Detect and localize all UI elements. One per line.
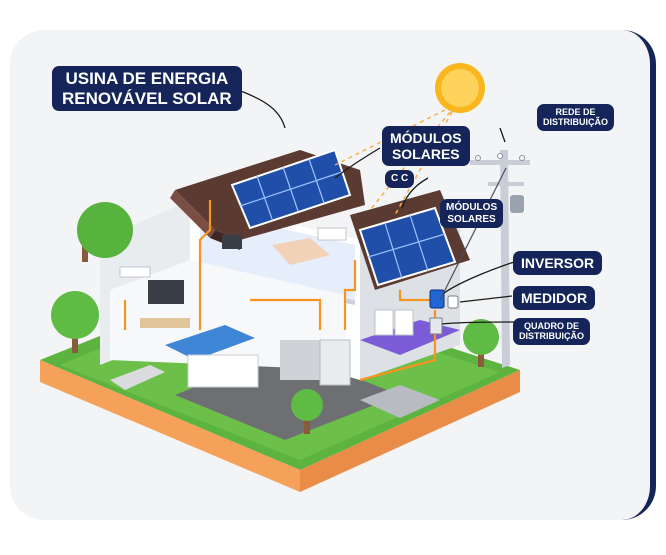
- medidor-label: MEDIDOR: [513, 286, 596, 311]
- rede-line-2: DISTRIBUIÇÃO: [543, 117, 608, 128]
- meter-icon: [447, 295, 459, 309]
- callout-arrows: [237, 89, 515, 325]
- inverter-icon: [429, 289, 445, 309]
- tree-icon: [51, 202, 499, 434]
- walkway: [360, 385, 440, 418]
- card-border-accent: [600, 30, 656, 520]
- sun-icon: [435, 63, 485, 113]
- cc-text: C C: [391, 173, 409, 184]
- front-steps: [110, 365, 165, 390]
- medidor-text: MEDIDOR: [521, 290, 588, 306]
- breaker-panel-icon: [429, 317, 443, 335]
- quadro-line-2: DISTRIBUIÇÃO: [519, 331, 584, 342]
- inversor-text: INVERSOR: [521, 255, 595, 271]
- modulos-solares-label-1: MÓDULOS SOLARES: [382, 126, 470, 167]
- main-title-line-2: RENOVÁVEL SOLAR: [62, 88, 232, 108]
- modulos-solares-2-line-2: SOLARES: [447, 213, 496, 225]
- modulos-solares-1-line-1: MÓDULOS: [390, 130, 462, 146]
- rede-distribuicao-label: REDE DE DISTRIBUIÇÃO: [537, 104, 614, 131]
- modulos-solares-label-2: MÓDULOS SOLARES: [440, 199, 504, 228]
- solar-panel-main: [230, 148, 352, 230]
- rede-line-1: REDE DE: [555, 107, 596, 117]
- quadro-line-1: QUADRO DE: [523, 321, 579, 331]
- main-title-line-1: USINA DE ENERGIA: [65, 69, 229, 88]
- furniture: [119, 227, 414, 388]
- main-title-label: USINA DE ENERGIA RENOVÁVEL SOLAR: [52, 66, 242, 112]
- modulos-solares-1-line-2: SOLARES: [391, 146, 460, 163]
- inversor-label: INVERSOR: [513, 251, 603, 276]
- cc-label: C C: [385, 170, 415, 188]
- quadro-distribuicao-label: QUADRO DE DISTRIBUIÇÃO: [513, 318, 590, 345]
- modulos-solares-2-line-1: MÓDULOS: [446, 202, 498, 213]
